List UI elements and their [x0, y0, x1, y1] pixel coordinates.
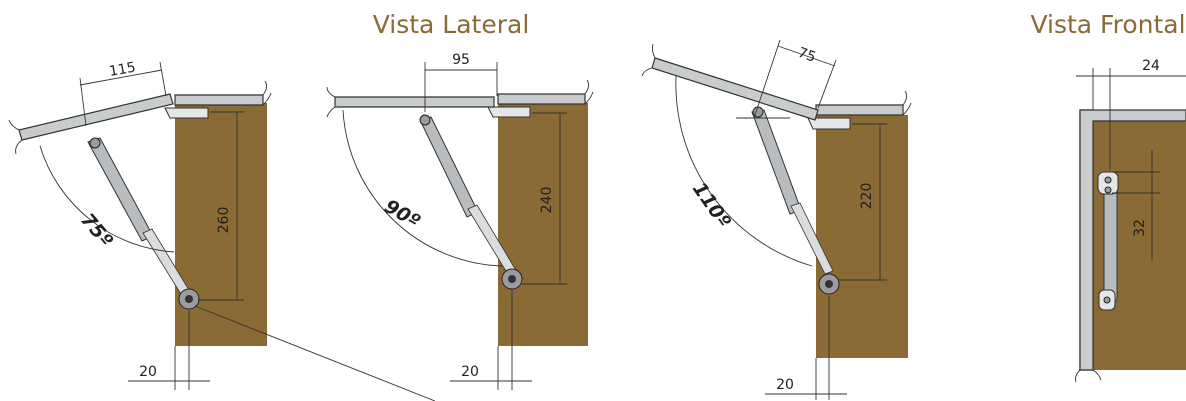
leader-line: [194, 305, 436, 401]
strut-rod-3: [790, 202, 834, 275]
dim-offset-1: 20: [139, 364, 157, 380]
cabinet-side-2: [498, 103, 588, 346]
front-view: 24 32: [1075, 58, 1186, 383]
pivot-center-2: [508, 275, 516, 283]
dim-vertical-2: 240: [539, 187, 555, 214]
lid-2: [334, 96, 495, 108]
fixed-panel-1: [174, 94, 264, 106]
dim-line-horizontal-3: [777, 45, 836, 67]
side-view-90: 95 240 90º 20: [326, 52, 594, 390]
dim-vertical-1: 260: [216, 207, 232, 234]
dim-front-horizontal: 24: [1142, 58, 1160, 74]
extension-line: [159, 61, 167, 97]
front-pivot-3: [1103, 296, 1111, 304]
lid-1: [18, 93, 174, 141]
front-pivot-1: [1104, 176, 1112, 184]
dim-vertical-3: 220: [859, 183, 875, 210]
pivot-top-1: [89, 137, 101, 149]
side-view-75: 115 260 75º 20: [8, 60, 436, 401]
pivot-top-2: [419, 114, 431, 126]
fixed-panel-3: [815, 104, 904, 116]
dim-line-horizontal-1: [79, 69, 163, 86]
dim-horizontal-3: 75: [796, 45, 818, 66]
angle-arc-2: [342, 109, 503, 267]
extension-line: [753, 39, 781, 119]
dim-horizontal-1: 115: [108, 60, 137, 80]
title-vista-lateral: Vista Lateral: [373, 10, 530, 39]
break-mark: [8, 119, 23, 155]
dim-horizontal-2: 95: [452, 52, 470, 68]
extension-line: [79, 77, 87, 127]
title-vista-frontal: Vista Frontal: [1030, 10, 1185, 39]
break-mark: [326, 86, 336, 118]
hinge-bracket-3: [807, 117, 851, 130]
break-mark: [1075, 369, 1102, 383]
dim-offset-2: 20: [461, 364, 479, 380]
angle-label-1: 75º: [76, 209, 117, 252]
hinge-bracket-2: [487, 106, 531, 118]
gas-strut-3: [751, 109, 802, 215]
lid-3: [651, 57, 819, 121]
break-mark: [584, 79, 594, 105]
pivot-center-1: [185, 295, 193, 303]
fixed-panel-2: [497, 93, 586, 105]
pivot-center-3: [825, 280, 833, 288]
front-pivot-2: [1104, 186, 1112, 194]
cabinet-side-3: [816, 115, 908, 358]
break-mark: [641, 43, 656, 77]
dim-offset-3: 20: [776, 377, 794, 393]
gas-strut-2: [419, 116, 479, 218]
hinge-bracket-1: [164, 107, 209, 119]
side-view-110: 75 220 110º 20: [641, 39, 912, 400]
dim-front-vertical: 32: [1132, 219, 1148, 237]
angle-arc-1: [39, 145, 175, 253]
angle-arc-3: [675, 75, 813, 267]
break-mark: [902, 90, 912, 116]
angle-label-3: 110º: [688, 178, 735, 232]
break-mark: [262, 80, 272, 106]
front-strut: [1103, 181, 1118, 303]
extension-line: [817, 59, 837, 109]
